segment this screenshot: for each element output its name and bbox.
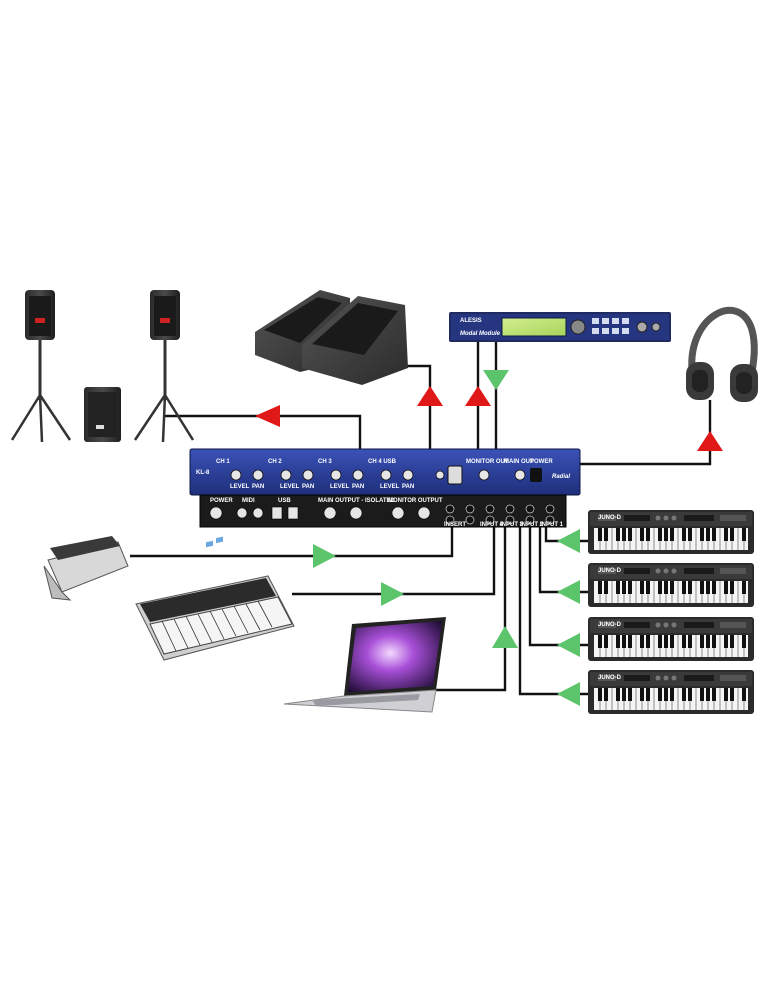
- rack-model: Modal Module: [460, 331, 501, 337]
- mixer-brand: Radial: [552, 474, 570, 480]
- input-arrow-synth-1: [557, 529, 580, 553]
- channel-3-label: CH 3: [318, 459, 332, 465]
- rear-label: INPUT 1: [540, 522, 564, 528]
- knob-label: PAN: [302, 484, 314, 490]
- synthesizer-icon: JUNO-D: [587, 562, 755, 608]
- power-label: POWER: [530, 459, 553, 465]
- line-keyboard-to-mixer: [292, 526, 496, 596]
- channel-knobs: [230, 469, 526, 481]
- knob-label: LEVEL: [380, 484, 400, 490]
- knob-label: LEVEL: [280, 484, 300, 490]
- synth-label: JUNO-D: [598, 675, 622, 681]
- knob-label: PAN: [352, 484, 364, 490]
- input-arrow-synth-3: [557, 633, 580, 657]
- midi-keyboard-icon: [135, 536, 295, 661]
- knob-label: PAN: [252, 484, 264, 490]
- mixer-rear-panel: POWER MIDI USB MAIN OUTPUT - ISOLATED MO…: [199, 494, 567, 528]
- output-arrow-monitors: [417, 386, 443, 406]
- synth-label: JUNO-D: [598, 622, 622, 628]
- monitor-out-label: MONITOR OUT: [466, 459, 509, 465]
- synth-label: JUNO-D: [598, 515, 622, 521]
- input-arrows: [313, 370, 580, 706]
- channel-4-label: CH 4 USB: [368, 459, 397, 465]
- line-main-out-to-pa: [164, 414, 362, 449]
- line-laptop-to-mixer: [434, 526, 507, 692]
- line-mixer-to-monitors: [402, 364, 432, 449]
- rear-label: MAIN OUTPUT - ISOLATED: [318, 498, 396, 504]
- expression-pedal-icon: [43, 536, 129, 601]
- pa-speaker-icon: [133, 290, 195, 443]
- rear-label: MIDI: [242, 498, 255, 504]
- laptop-icon: [283, 617, 446, 713]
- input-arrow-keyboard: [381, 582, 404, 606]
- knob-label: LEVEL: [330, 484, 350, 490]
- input-arrow-laptop: [492, 626, 518, 648]
- line-mixer-to-headphones: [580, 400, 712, 466]
- rack-brand: ALESIS: [460, 318, 482, 324]
- synthesizer-icon: JUNO-D: [587, 616, 755, 662]
- pa-speaker-icon: [10, 290, 72, 443]
- mixer-model: KL-8: [196, 470, 210, 476]
- output-arrow-rack: [465, 386, 491, 406]
- rear-label: INSERT: [444, 522, 466, 528]
- channel-1-label: CH 1: [216, 459, 230, 465]
- input-arrow-rack: [483, 370, 509, 390]
- synth-label: JUNO-D: [598, 568, 622, 574]
- output-arrow-headphones: [697, 431, 723, 451]
- subwoofer-icon: [84, 387, 121, 442]
- line-pedal-to-mixer: [130, 526, 454, 558]
- knob-label: PAN: [402, 484, 414, 490]
- stage-monitor-icon: [255, 290, 408, 385]
- output-arrows: [255, 386, 723, 451]
- synthesizer-icon: JUNO-D: [587, 509, 755, 555]
- knob-label: LEVEL: [230, 484, 250, 490]
- input-arrow-synth-4: [557, 682, 580, 706]
- main-out-label: MAIN OUT: [504, 459, 534, 465]
- input-arrow-synth-2: [557, 580, 580, 604]
- synthesizer-icon: JUNO-D: [587, 669, 755, 715]
- output-arrow-pa: [255, 405, 280, 427]
- rear-label: POWER: [210, 498, 233, 504]
- rear-label: INPUT 4: [480, 522, 504, 528]
- headphones-icon: [686, 307, 758, 402]
- rack-module-icon: ALESIS Modal Module: [449, 312, 671, 342]
- mixer-front-panel: KL-8 CH 1 CH 2 CH 3 CH 4 USB LEVEL PAN L…: [189, 448, 581, 496]
- rear-label: INPUT 2: [520, 522, 544, 528]
- rear-label: INPUT 3: [500, 522, 524, 528]
- rear-label: USB: [278, 498, 291, 504]
- input-arrow-pedal: [313, 544, 336, 568]
- channel-2-label: CH 2: [268, 459, 282, 465]
- rear-label: MONITOR OUTPUT: [388, 498, 443, 504]
